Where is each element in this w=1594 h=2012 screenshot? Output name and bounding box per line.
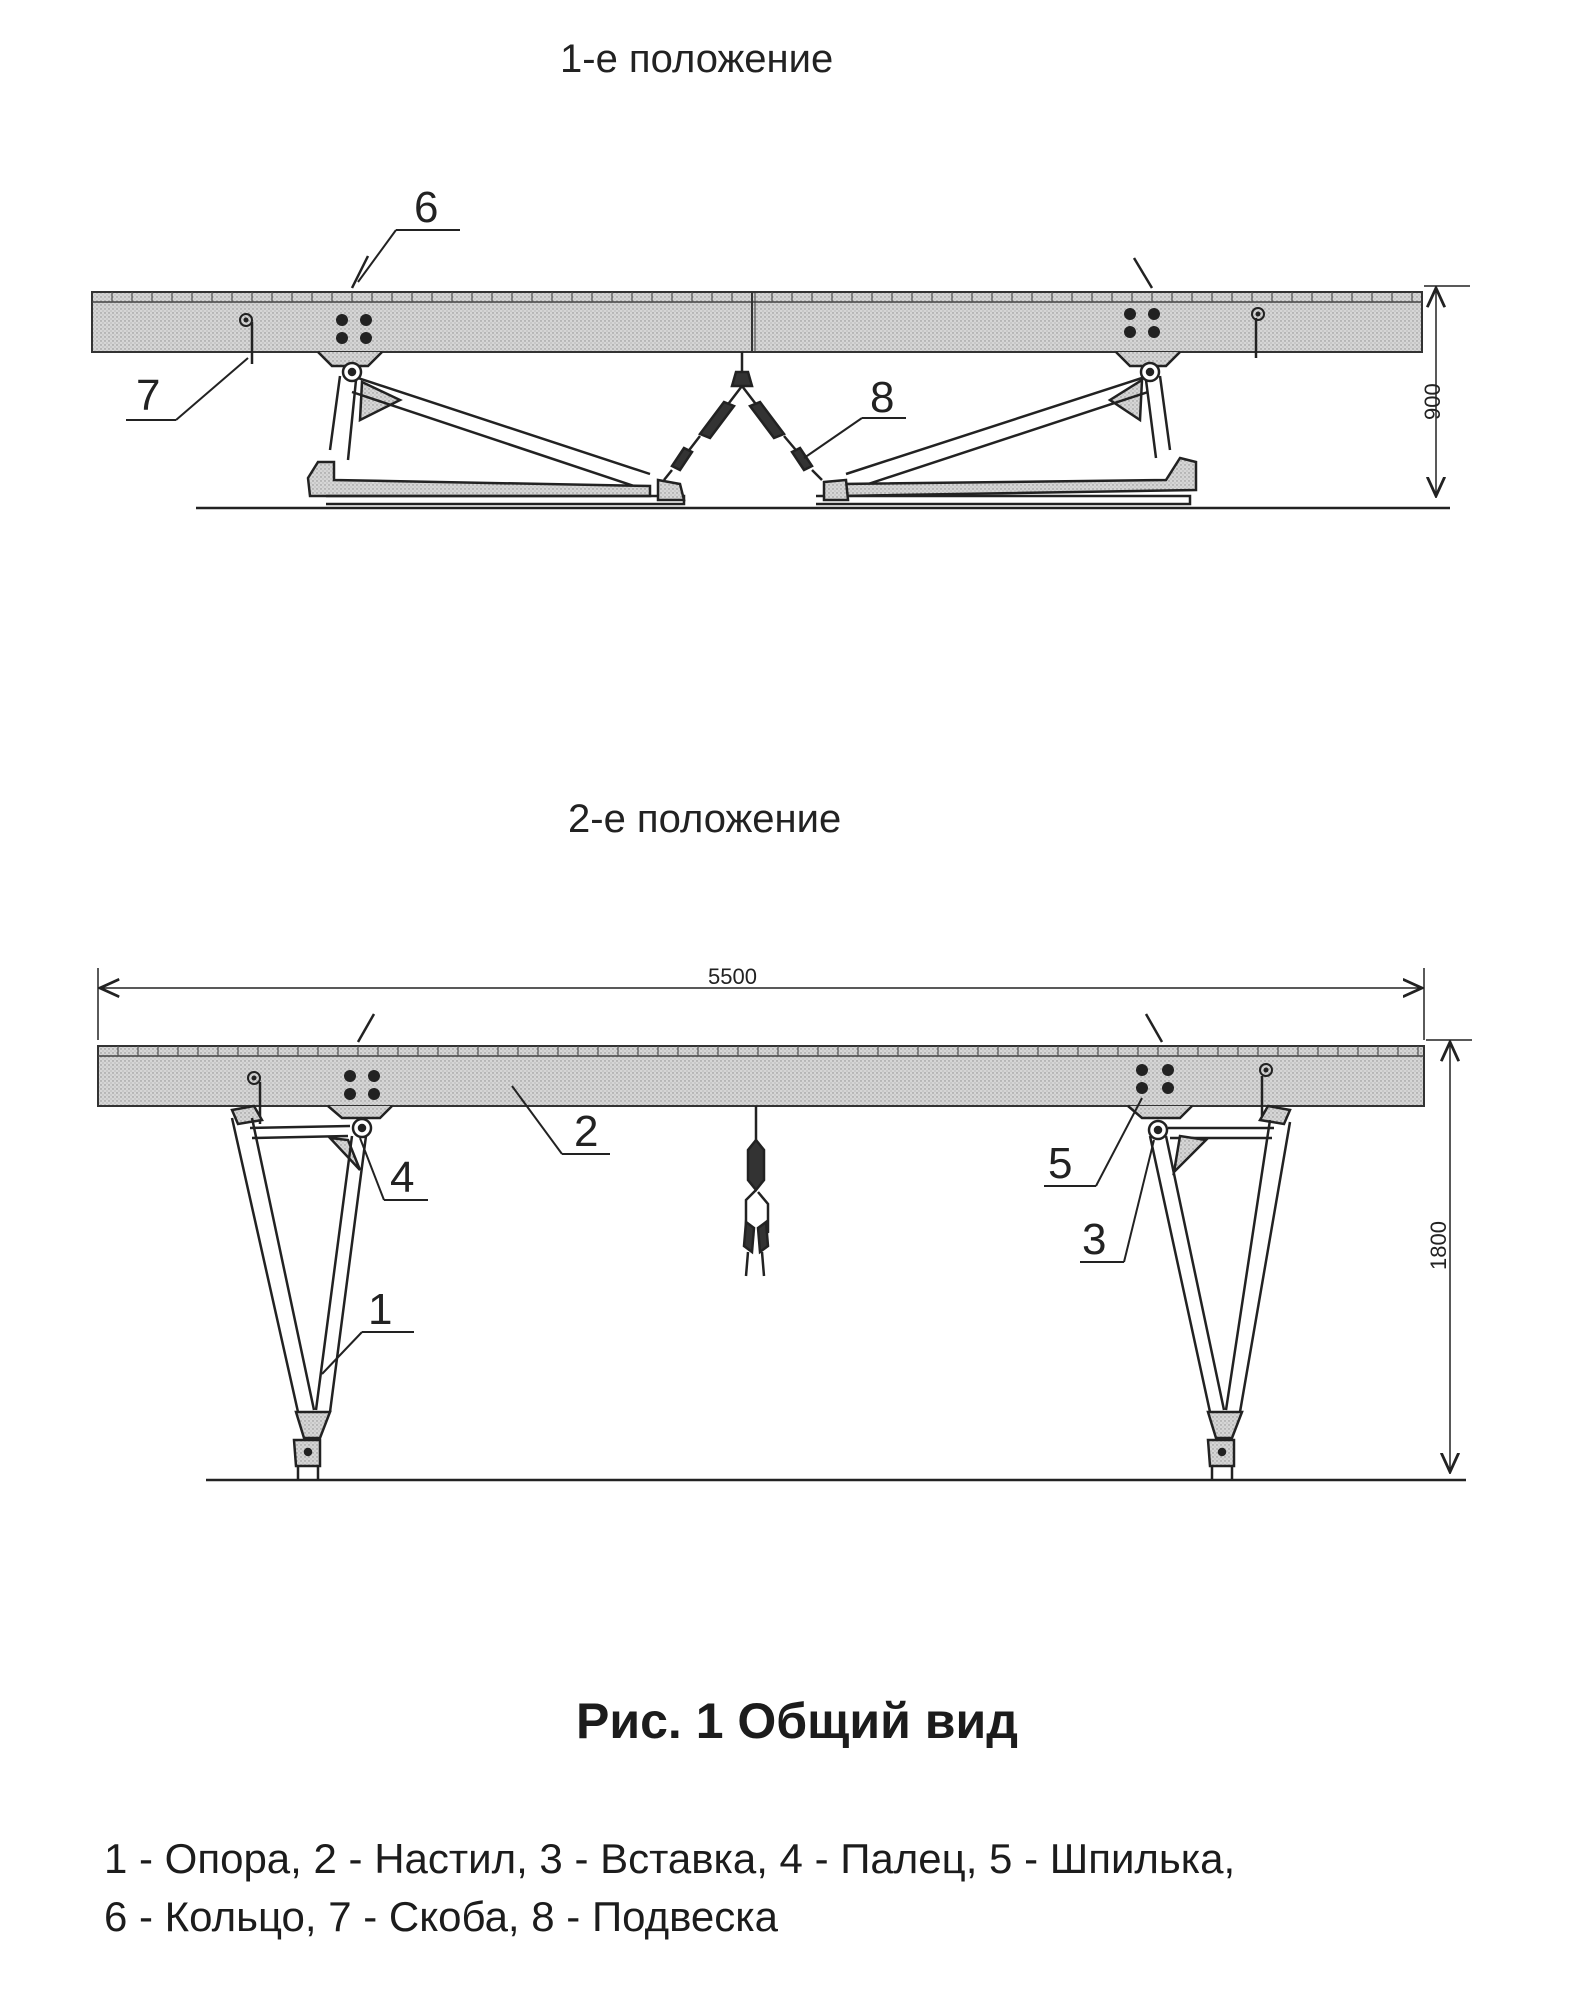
callout-4: 4 (359, 1137, 428, 1202)
bracket-right (1259, 1063, 1273, 1116)
svg-text:4: 4 (390, 1153, 414, 1202)
figure-title: Рис. 1 Общий вид (576, 1693, 1018, 1749)
svg-text:8: 8 (870, 373, 894, 422)
position-1-view: 1-е положение (91, 37, 1470, 510)
dimension-900-label: 900 (1420, 383, 1445, 420)
ring-right (1144, 1013, 1164, 1043)
bolt-group-left (336, 314, 372, 344)
bracket-right (1251, 307, 1265, 358)
callout-8: 8 (803, 373, 906, 459)
svg-text:1: 1 (368, 1285, 392, 1334)
support-left (230, 1104, 393, 1480)
position-2-view: 2-е положение 5500 (97, 797, 1472, 1482)
hanger-chain (742, 1106, 770, 1277)
bolt-group-right (1136, 1064, 1174, 1094)
hanger-chain (663, 352, 823, 481)
legend-line-2: 6 - Кольцо, 7 - Скоба, 8 - Подвеска (104, 1893, 778, 1940)
svg-text:5: 5 (1048, 1139, 1072, 1188)
ring-left (350, 255, 370, 289)
dimension-5500-label: 5500 (708, 964, 757, 989)
callout-5: 5 (1044, 1097, 1143, 1188)
callout-7: 7 (126, 357, 249, 421)
svg-text:6: 6 (414, 183, 438, 232)
svg-text:3: 3 (1082, 1215, 1106, 1264)
bolt-group-left (344, 1070, 380, 1100)
dimension-900: 900 (1420, 285, 1470, 496)
deck (91, 291, 1423, 353)
ring-right (1132, 257, 1154, 289)
callout-1: 1 (321, 1285, 414, 1375)
svg-text:7: 7 (136, 371, 160, 420)
support-left-folded (306, 351, 686, 506)
svg-text:2: 2 (574, 1107, 598, 1156)
legend-line-1: 1 - Опора, 2 - Настил, 3 - Вставка, 4 - … (104, 1835, 1236, 1882)
support-right-folded (816, 351, 1198, 506)
dimension-1800-label: 1800 (1426, 1221, 1451, 1270)
position-1-title: 1-е положение (560, 37, 833, 81)
support-right (1127, 1104, 1292, 1480)
deck (97, 1045, 1425, 1107)
callout-2: 2 (511, 1085, 610, 1156)
ring-left (356, 1013, 376, 1043)
dimension-5500: 5500 (97, 964, 1425, 1040)
dimension-1800: 1800 (1426, 1039, 1472, 1472)
position-2-title: 2-е положение (568, 797, 841, 841)
bolt-group-right (1124, 308, 1160, 338)
bracket-left (239, 313, 254, 364)
callout-3: 3 (1080, 1139, 1155, 1264)
legend: 1 - Опора, 2 - Настил, 3 - Вставка, 4 - … (104, 1830, 1544, 1946)
callout-6: 6 (357, 183, 460, 283)
